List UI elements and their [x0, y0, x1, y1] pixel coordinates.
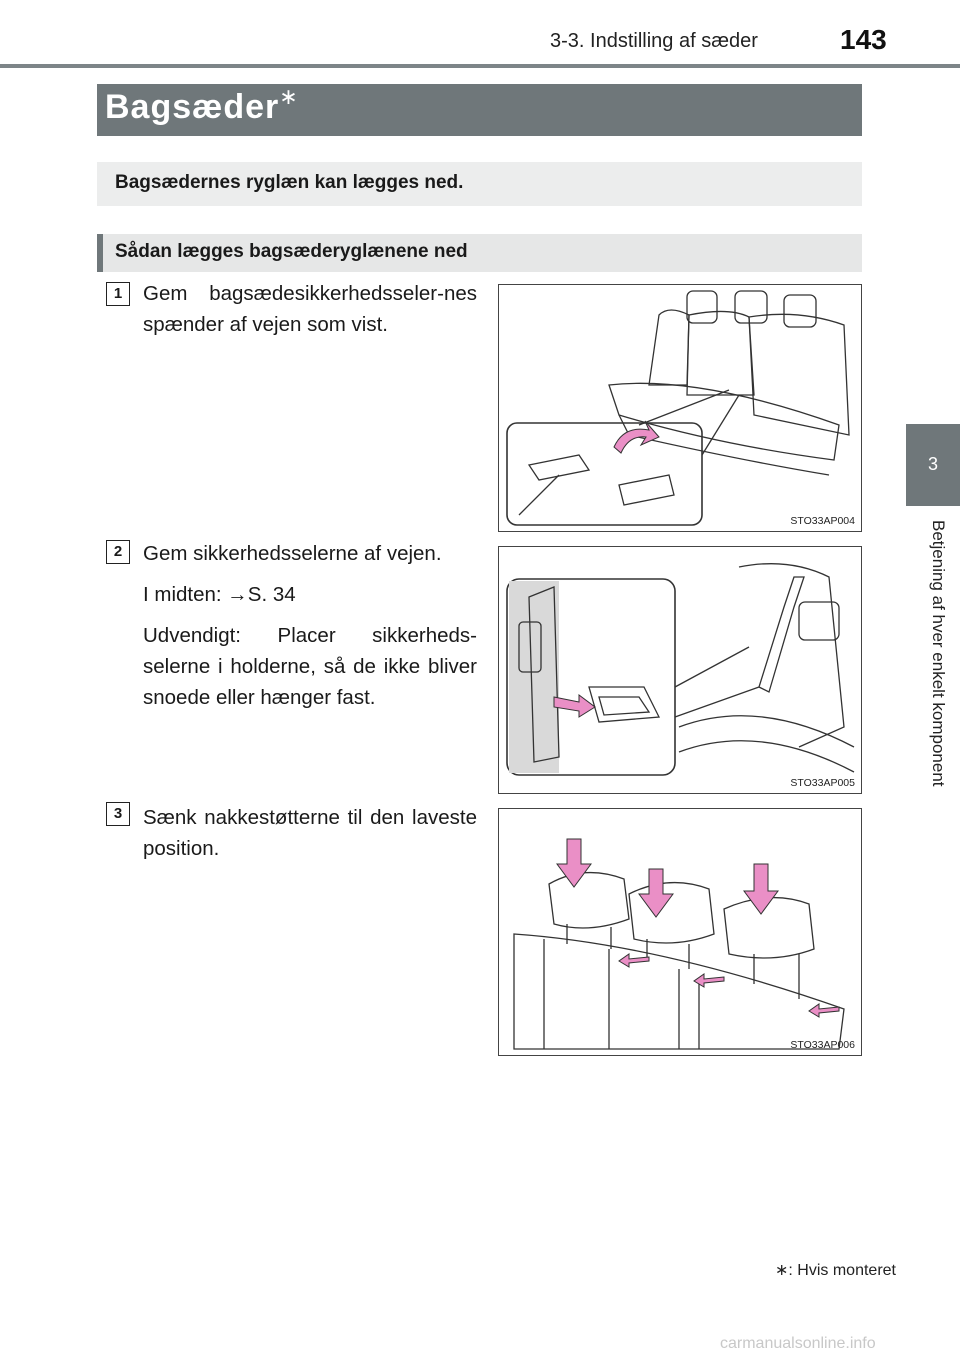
page-number: 143	[840, 24, 887, 55]
step-text-1: Gem bagsædesikkerhedsseler-nes spænder a…	[143, 278, 477, 350]
step-2-paragraph-3: Udvendigt: Placer sikkerheds-selerne i h…	[143, 624, 477, 709]
watermark: carmanualsonline.info	[720, 1335, 876, 1352]
page-title: Bagsæder∗	[105, 84, 299, 127]
figure-code: STO33AP006	[790, 1039, 855, 1051]
procedure-header: Sådan lægges bagsæderyglænene ned	[97, 234, 862, 272]
figure-headrests: STO33AP006	[498, 808, 862, 1056]
rear-seat-buckle-illustration	[506, 290, 850, 526]
step-3-paragraph: Sænk nakkestøtterne til den laveste posi…	[143, 806, 477, 860]
header-divider	[0, 64, 960, 68]
intro-box: Bagsædernes ryglæn kan lægges ned.	[97, 162, 862, 206]
section-title: 3-3. Indstilling af sæder	[550, 30, 758, 52]
procedure-title: Sådan lægges bagsæderyglænene ned	[115, 241, 468, 262]
step-number-1: 1	[106, 282, 130, 306]
step-number-3: 3	[106, 802, 130, 826]
step-2-paragraph-1: Gem sikkerhedsselerne af vejen.	[143, 542, 442, 565]
headrest-illustration	[513, 838, 845, 1050]
chapter-title: Betjening af hver enkelt komponent	[929, 520, 948, 787]
step-text-2: Gem sikkerhedsselerne af vejen. I midten…	[143, 538, 477, 723]
optional-asterisk: ∗	[279, 84, 299, 109]
figure-code: STO33AP004	[790, 515, 855, 527]
step-1-paragraph: Gem bagsædesikkerhedsseler-nes spænder a…	[143, 282, 477, 336]
figure-seatbelt-buckles: STO33AP004	[498, 284, 862, 532]
figure-code: STO33AP005	[790, 777, 855, 789]
chapter-number: 3	[927, 454, 938, 474]
page-title-bar: Bagsæder∗	[97, 84, 862, 136]
seatbelt-holder-illustration	[506, 563, 855, 776]
footnote: ∗: Hvis monteret	[775, 1262, 896, 1279]
step-number-2: 2	[106, 540, 130, 564]
step-text-3: Sænk nakkestøtterne til den laveste posi…	[143, 802, 477, 874]
figure-seatbelt-holders: STO33AP005	[498, 546, 862, 794]
chapter-tab: 3	[906, 424, 960, 506]
intro-text: Bagsædernes ryglæn kan lægges ned.	[115, 172, 464, 193]
step-2-paragraph-2: I midten: →S. 34	[143, 583, 296, 606]
page-title-text: Bagsæder	[105, 88, 280, 126]
